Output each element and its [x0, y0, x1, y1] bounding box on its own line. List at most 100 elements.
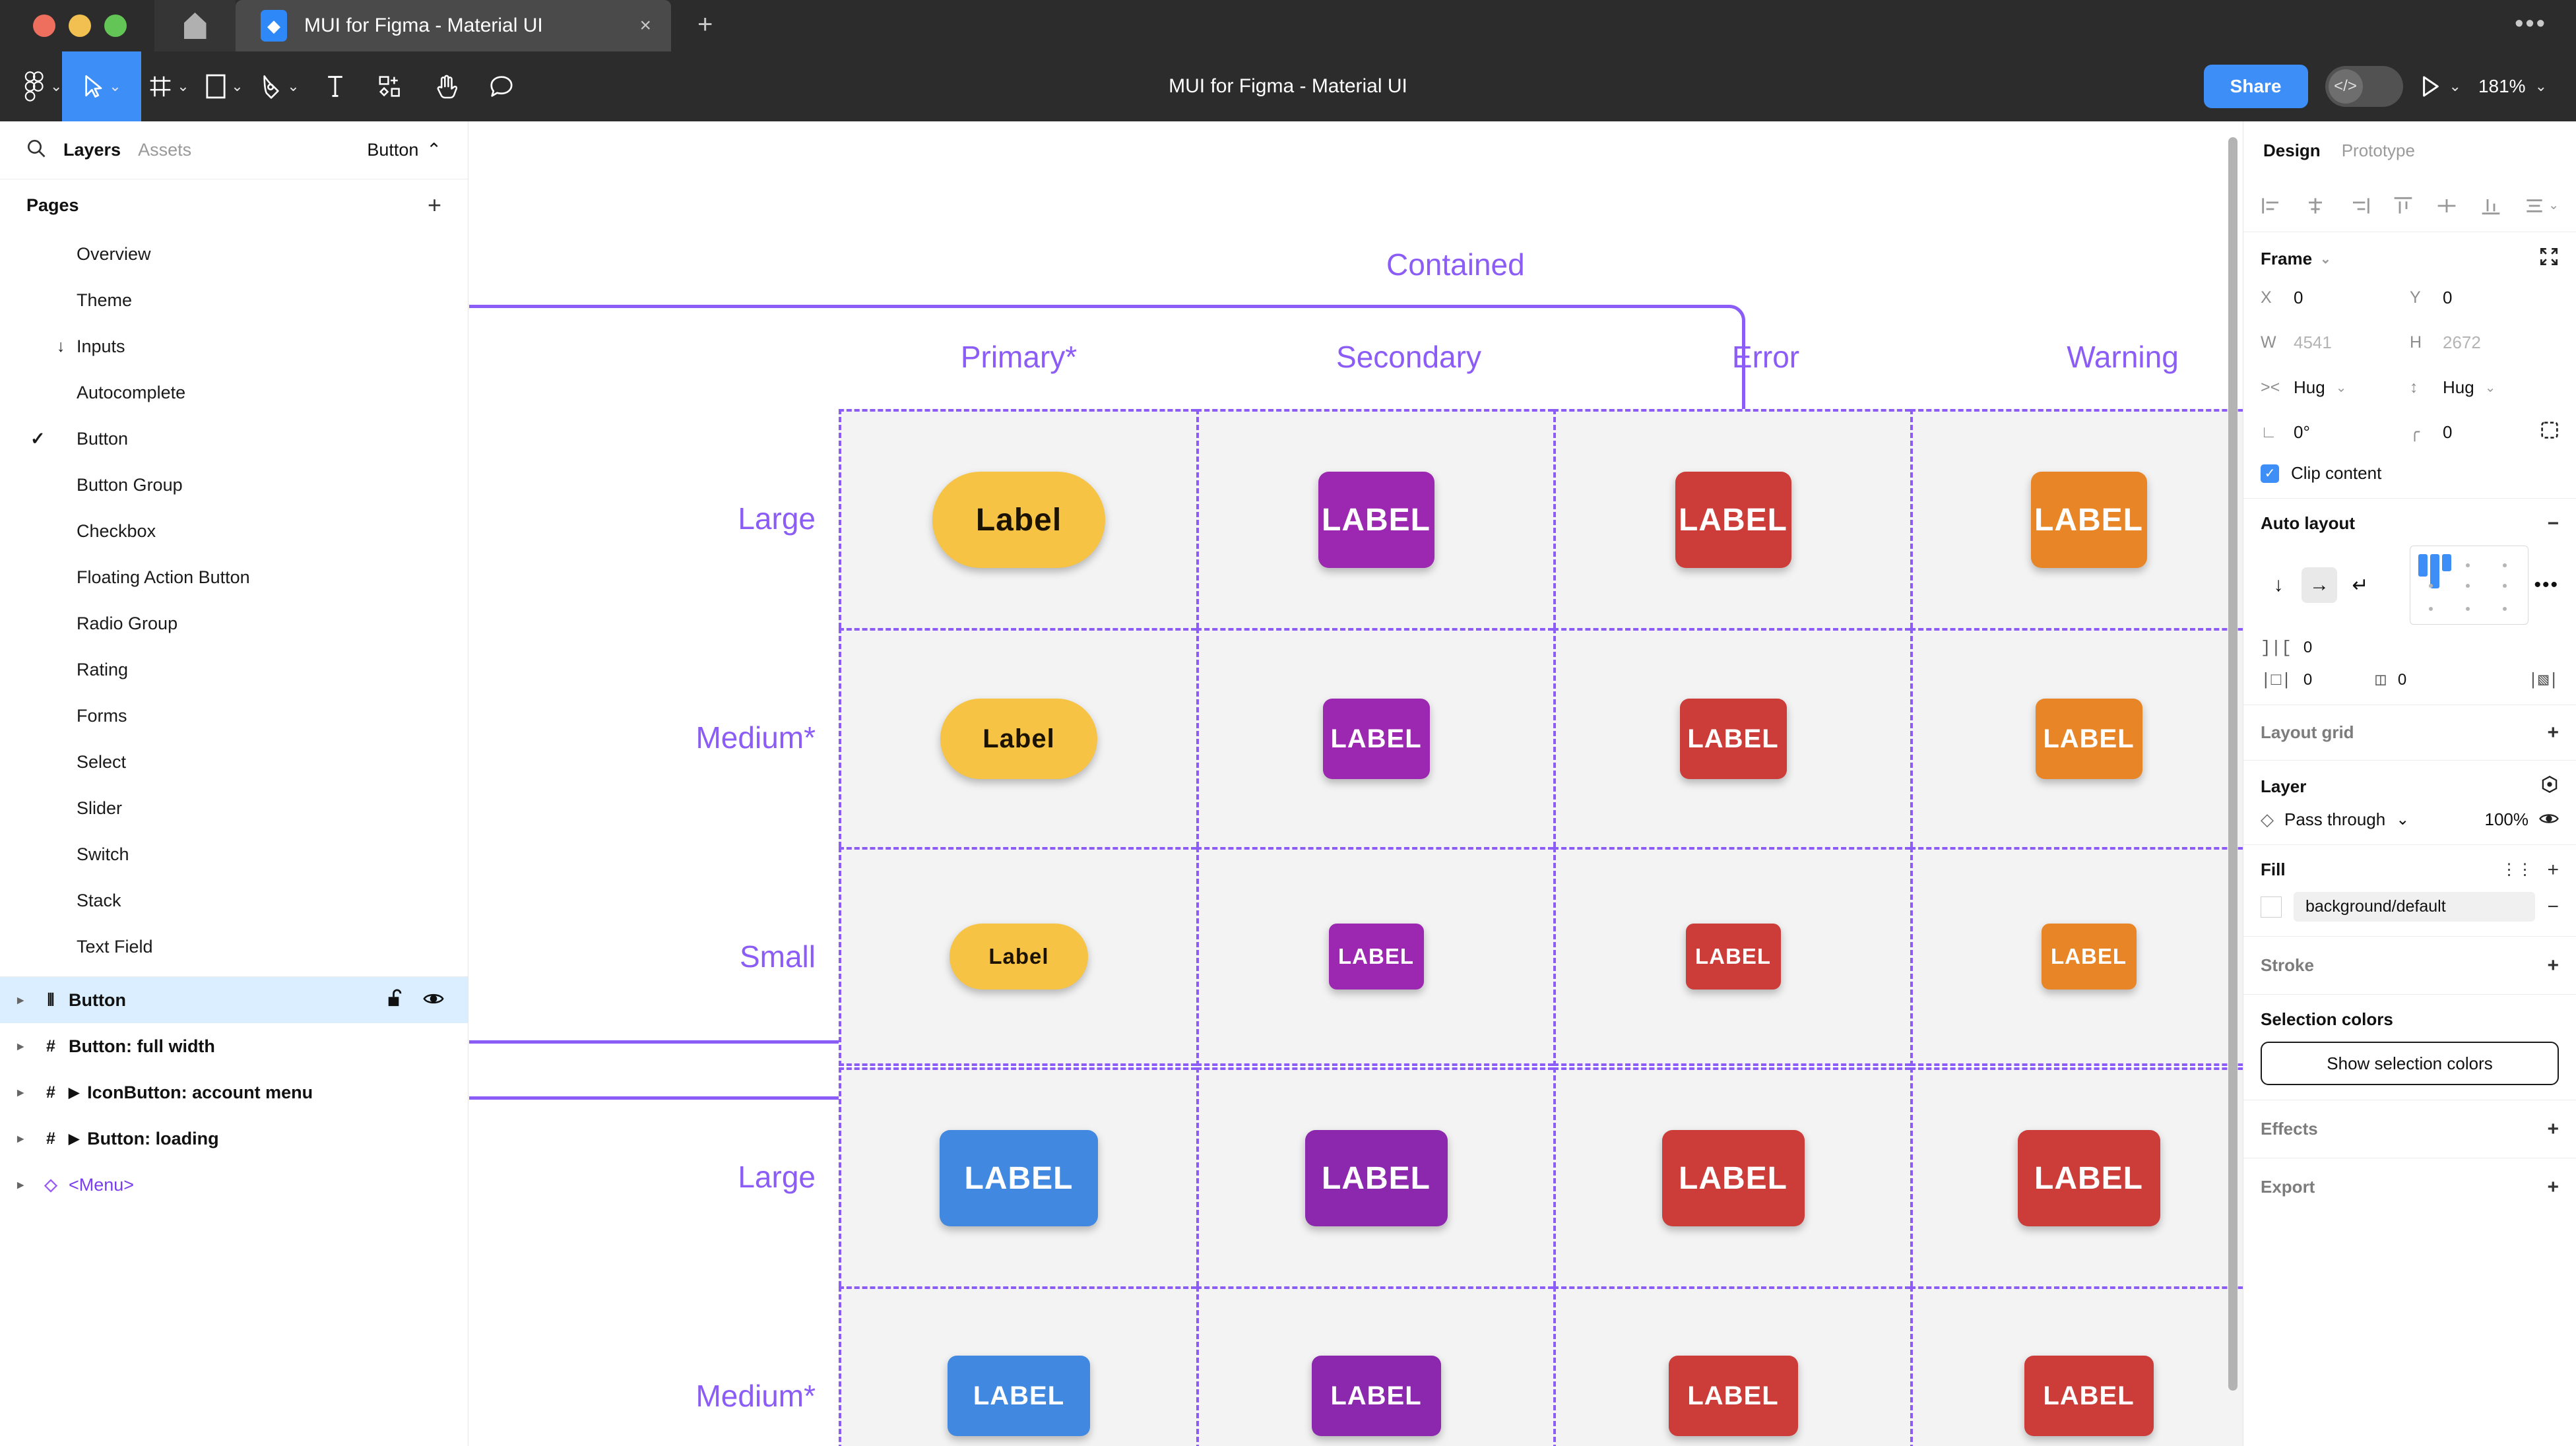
material-button[interactable]: Label — [940, 699, 1097, 779]
layer-settings-icon[interactable] — [2540, 775, 2559, 798]
more-options-icon[interactable]: ••• — [2534, 574, 2559, 596]
window-overflow-menu[interactable]: ••• — [2515, 10, 2547, 38]
material-button[interactable]: LABEL — [1318, 472, 1434, 568]
plus-icon[interactable]: + — [2547, 858, 2559, 881]
page-item-button-group[interactable]: Button Group — [0, 462, 468, 508]
comment-tool-icon[interactable] — [474, 51, 529, 121]
horizontal-resizing-field[interactable]: >< Hug ⌄ — [2261, 372, 2410, 402]
dev-mode-toggle[interactable]: </> — [2325, 66, 2403, 107]
tab-prototype[interactable]: Prototype — [2341, 140, 2415, 160]
frame-tool-icon[interactable]: ⌄ — [141, 51, 197, 121]
eye-icon[interactable] — [423, 990, 444, 1011]
material-button[interactable]: LABEL — [1675, 472, 1791, 568]
plus-icon[interactable]: + — [2547, 1176, 2559, 1198]
zoom-control[interactable]: 181% ⌄ — [2478, 76, 2547, 97]
align-right-icon[interactable] — [2348, 196, 2371, 216]
independent-corners-icon[interactable] — [2540, 421, 2559, 444]
individual-padding-icon[interactable]: |▧| — [2528, 670, 2559, 690]
hand-tool-icon[interactable] — [418, 51, 474, 121]
x-field[interactable]: X 0 — [2261, 282, 2410, 313]
pen-tool-icon[interactable]: ⌄ — [252, 51, 307, 121]
gap-value[interactable]: 0 — [2303, 639, 2313, 656]
show-selection-colors-button[interactable]: Show selection colors — [2261, 1042, 2559, 1085]
page-item-rating[interactable]: Rating — [0, 646, 468, 693]
clip-content-row[interactable]: ✓ Clip content — [2261, 463, 2559, 484]
present-button[interactable]: ⌄ — [2420, 75, 2461, 98]
page-item-switch[interactable]: Switch — [0, 831, 468, 877]
wrap-icon[interactable]: ↵ — [2352, 574, 2369, 596]
chevron-right-icon[interactable]: ▸ — [17, 993, 24, 1007]
move-tool-icon[interactable]: ⌄ — [62, 51, 142, 121]
height-field[interactable]: H 2672 — [2410, 327, 2559, 358]
vertical-resizing-field[interactable]: ↕ Hug ⌄ — [2410, 372, 2559, 402]
material-button[interactable]: LABEL — [1322, 699, 1430, 779]
material-button[interactable]: LABEL — [2035, 699, 2142, 779]
page-item-overview[interactable]: Overview — [0, 231, 468, 277]
padding-vertical-value[interactable]: 0 — [2397, 670, 2407, 689]
material-button[interactable]: LABEL — [1679, 699, 1787, 779]
figma-menu-icon[interactable]: ⌄ — [0, 51, 62, 121]
close-window-button[interactable] — [33, 15, 55, 37]
resources-icon[interactable] — [363, 51, 418, 121]
distribute-icon[interactable]: ⌄ — [2523, 196, 2559, 216]
page-item-checkbox[interactable]: Checkbox — [0, 508, 468, 554]
expand-triangle-icon[interactable]: ▶ — [69, 1131, 80, 1147]
clip-content-checkbox[interactable]: ✓ — [2261, 464, 2279, 483]
close-icon[interactable]: × — [639, 15, 651, 36]
collapse-icon[interactable] — [2539, 247, 2559, 270]
corner-radius-field[interactable]: ╭ 0 — [2410, 417, 2559, 447]
material-button[interactable]: LABEL — [1311, 1356, 1441, 1436]
page-item-stack[interactable]: Stack — [0, 877, 468, 924]
material-button[interactable]: LABEL — [1661, 1130, 1805, 1226]
chevron-right-icon[interactable]: ▸ — [17, 1131, 24, 1146]
new-tab-button[interactable]: + — [697, 10, 713, 39]
padding-horizontal-value[interactable]: 0 — [2303, 670, 2313, 689]
tab-design[interactable]: Design — [2263, 140, 2321, 160]
share-button[interactable]: Share — [2203, 65, 2308, 108]
chevron-down-icon[interactable]: ⌄ — [2320, 251, 2331, 267]
material-button[interactable]: LABEL — [2041, 924, 2137, 990]
page-selector[interactable]: Button ⌃ — [367, 140, 441, 160]
alignment-pad[interactable] — [2410, 546, 2528, 625]
material-button[interactable]: LABEL — [2024, 1356, 2154, 1436]
fill-color-swatch[interactable] — [2261, 896, 2282, 918]
frame-title-label[interactable]: Contained — [1386, 247, 1525, 282]
arrow-down-icon[interactable]: ↓ — [2273, 574, 2284, 596]
tab-assets[interactable]: Assets — [138, 140, 192, 160]
page-item-floating-action-button[interactable]: Floating Action Button — [0, 554, 468, 600]
align-horizontal-center-icon[interactable] — [2304, 196, 2327, 216]
page-item-autocomplete[interactable]: Autocomplete — [0, 369, 468, 416]
material-button[interactable]: LABEL — [2017, 1130, 2160, 1226]
page-item-radio-group[interactable]: Radio Group — [0, 600, 468, 646]
page-item-select[interactable]: Select — [0, 739, 468, 785]
plus-icon[interactable]: + — [2547, 721, 2559, 743]
layer-row[interactable]: ▸#▶Button: loading — [0, 1116, 468, 1162]
plus-icon[interactable]: + — [2547, 1117, 2559, 1140]
browser-tab[interactable]: ◆ MUI for Figma - Material UI × — [236, 0, 671, 51]
plus-icon[interactable]: + — [2547, 954, 2559, 976]
material-button[interactable]: LABEL — [1328, 924, 1424, 990]
fill-token-label[interactable]: background/default — [2294, 892, 2536, 922]
layer-row[interactable]: ▸#▶IconButton: account menu — [0, 1069, 468, 1116]
page-item-forms[interactable]: Forms — [0, 693, 468, 739]
eye-icon[interactable] — [2539, 811, 2559, 829]
align-top-icon[interactable] — [2392, 196, 2414, 216]
home-button[interactable] — [154, 0, 236, 51]
align-vertical-center-icon[interactable] — [2435, 196, 2458, 216]
expand-triangle-icon[interactable]: ▶ — [69, 1084, 80, 1100]
chevron-right-icon[interactable]: ▸ — [17, 1178, 24, 1192]
chevron-right-icon[interactable]: ▸ — [17, 1085, 24, 1100]
y-field[interactable]: Y 0 — [2410, 282, 2559, 313]
minus-icon[interactable]: − — [2547, 895, 2559, 918]
unlock-icon[interactable] — [387, 988, 404, 1013]
page-item-inputs[interactable]: ↓Inputs — [0, 323, 468, 369]
minimize-window-button[interactable] — [69, 15, 91, 37]
material-button[interactable]: LABEL — [1304, 1130, 1448, 1226]
page-item-button[interactable]: ✓Button — [0, 416, 468, 462]
tab-layers[interactable]: Layers — [63, 140, 121, 160]
page-item-theme[interactable]: Theme — [0, 277, 468, 323]
arrow-right-icon[interactable]: → — [2302, 567, 2337, 603]
material-button[interactable]: Label — [950, 924, 1088, 990]
material-button[interactable]: LABEL — [1668, 1356, 1798, 1436]
